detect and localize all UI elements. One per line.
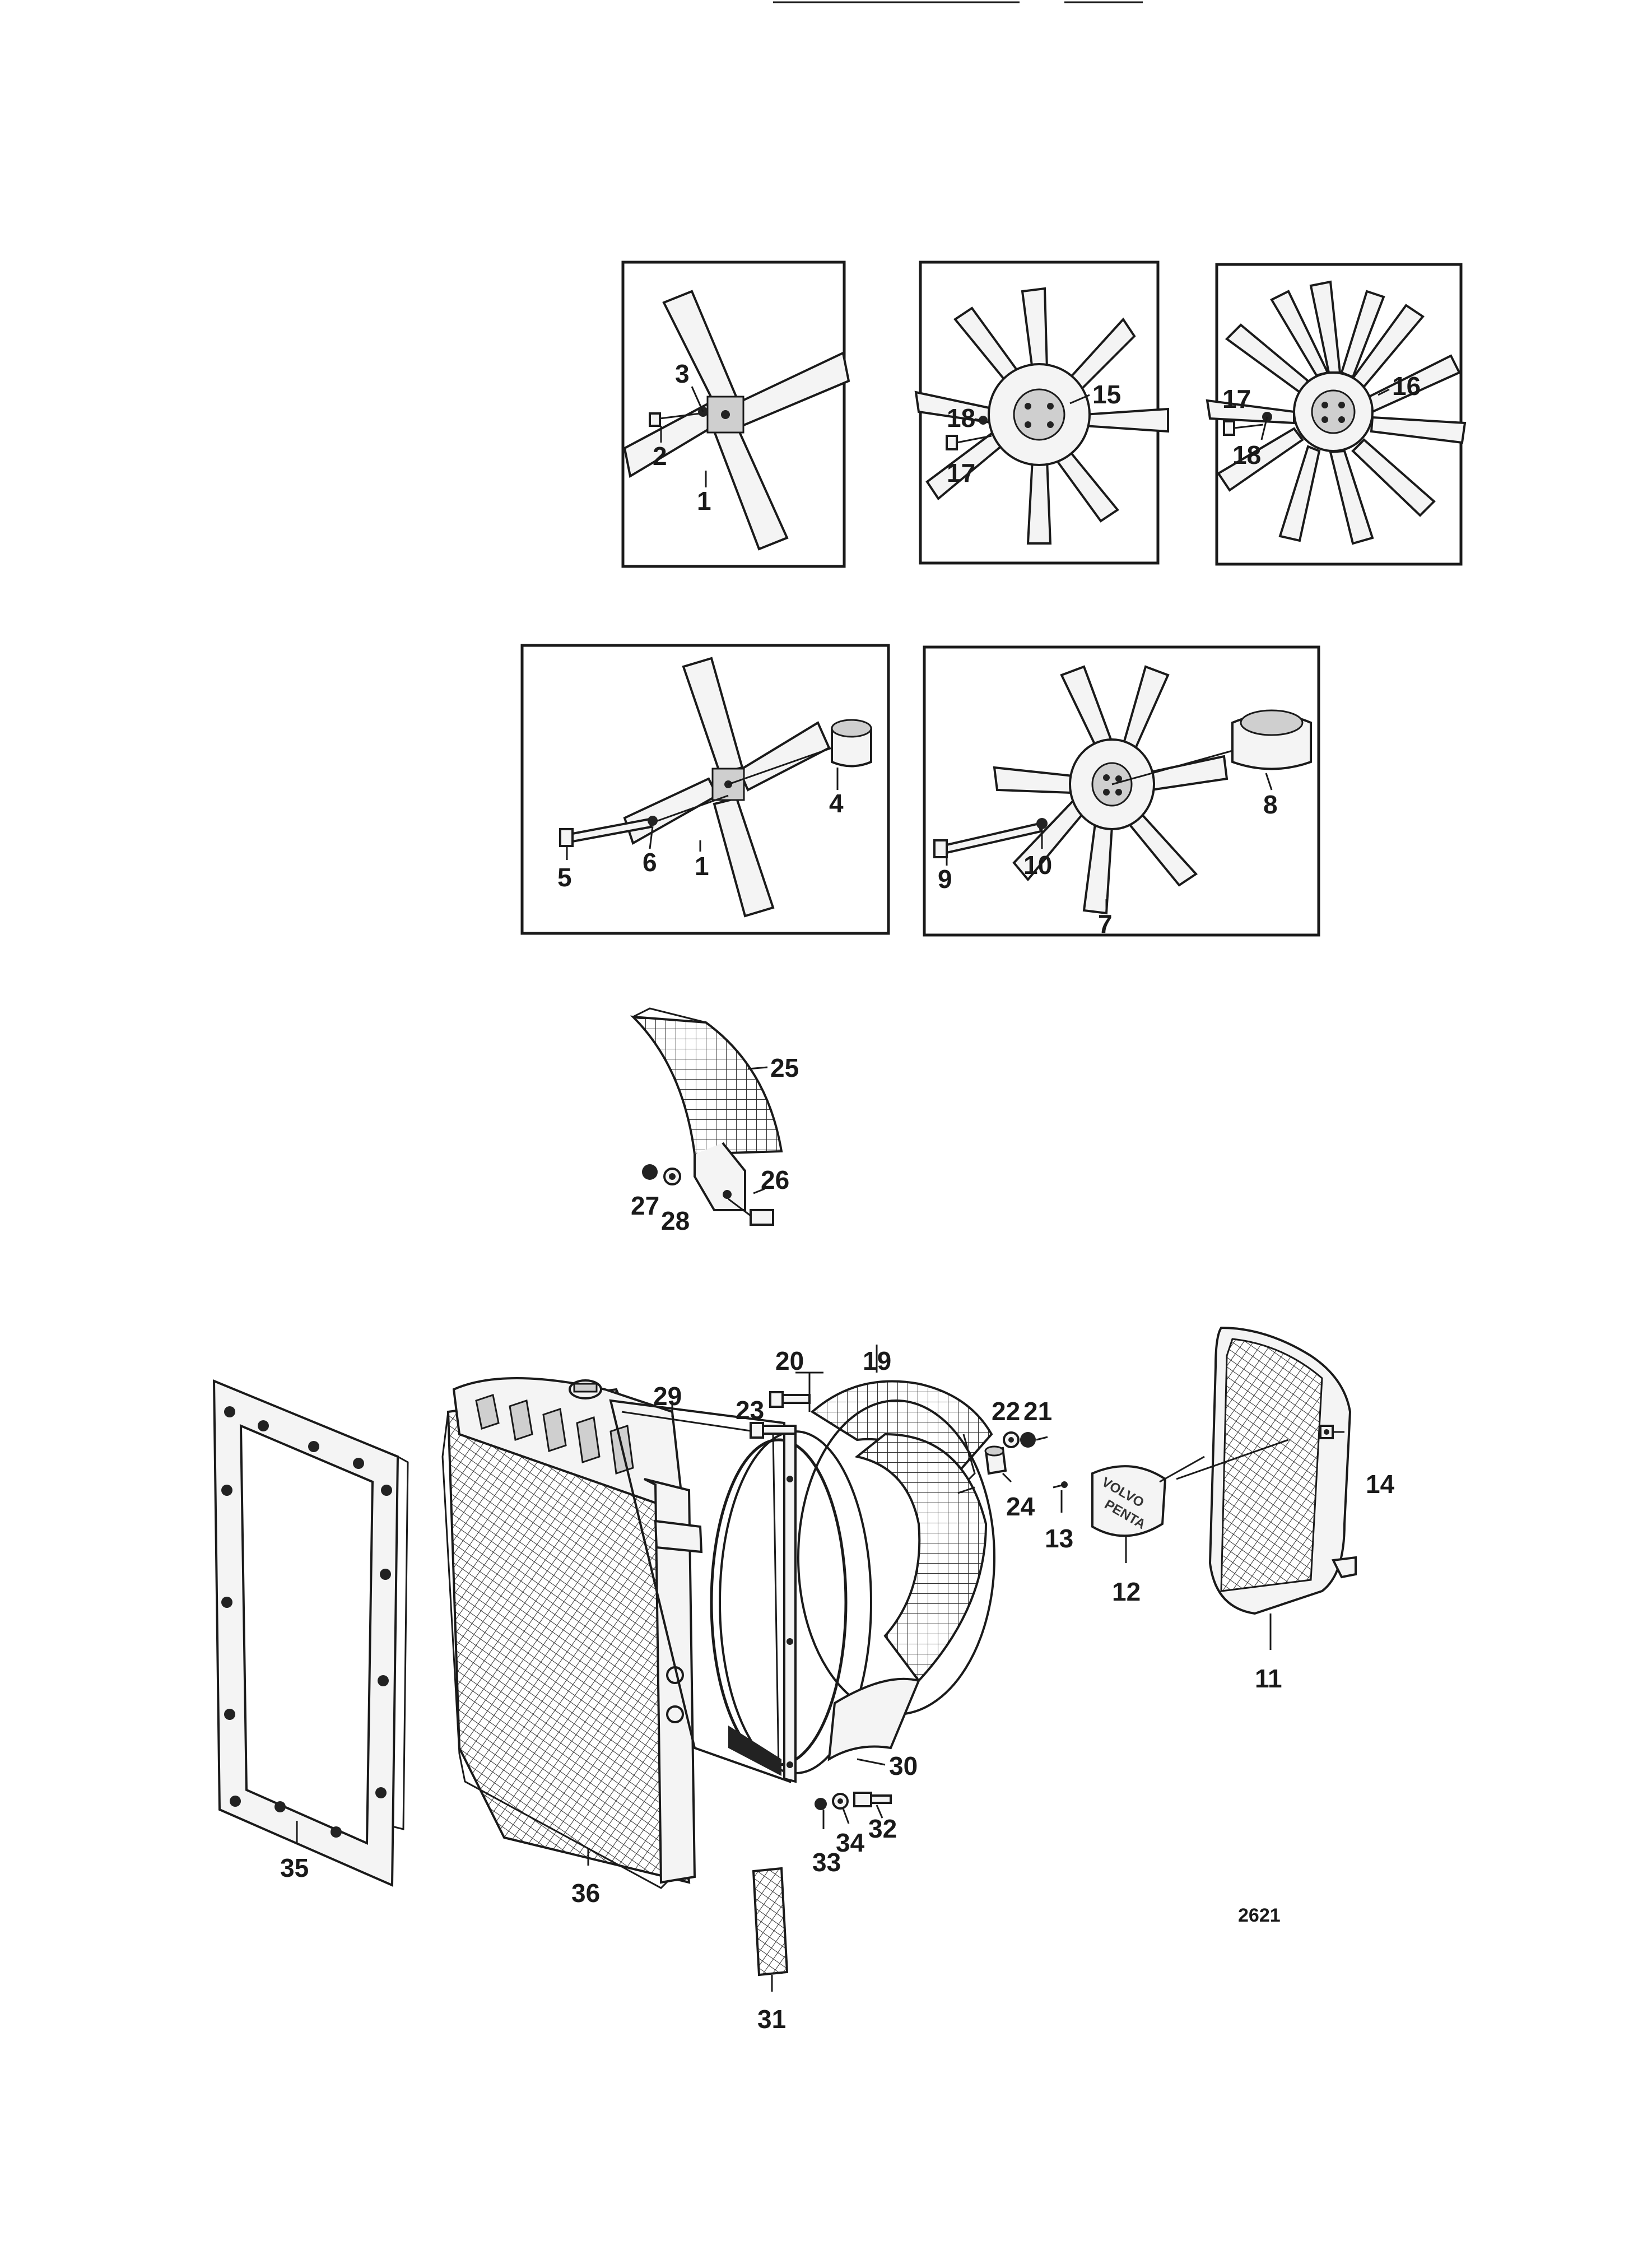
callout-18: 18 [947,403,975,433]
panel-fan-8-blade [914,261,1169,565]
mounting-frame [212,1379,409,1887]
callout-13: 13 [1045,1524,1073,1553]
callout-35: 35 [280,1853,309,1882]
callout-7: 7 [1098,909,1113,938]
callout-6: 6 [643,848,657,877]
callout-4: 4 [829,789,844,818]
volvo-penta-badge: VOLVO PENTA [1053,1456,1205,1563]
panel-fan-4-blade-spacer [520,644,890,935]
callout-29: 29 [653,1382,682,1411]
callout-14: 14 [1366,1470,1395,1499]
callout-10: 10 [1023,850,1052,880]
panel-fan-4-blade [621,261,850,568]
callout-24: 24 [1006,1492,1035,1521]
callout-23: 23 [736,1396,764,1425]
callout-2: 2 [653,441,667,471]
callout-labels: 1 2 3 15 18 17 16 17 18 4 5 6 1 8 9 10 7… [280,359,1421,2034]
callout-33: 33 [812,1848,841,1877]
callout-28: 28 [661,1206,690,1235]
callout-5: 5 [557,863,572,892]
callout-8: 8 [1263,790,1278,819]
callout-20: 20 [775,1346,804,1375]
callout-31: 31 [757,2005,786,2034]
callout-34: 34 [836,1828,865,1857]
fan-guard-ring [750,1345,1048,1761]
callout-27: 27 [631,1191,659,1220]
callout-30: 30 [889,1751,918,1780]
panel-fan-12-blade [1206,263,1467,566]
callout-18-b: 18 [1232,440,1261,469]
callout-32: 32 [868,1814,897,1843]
callout-36: 36 [571,1878,600,1908]
callout-1-fan-b: 1 [695,852,709,881]
fan-guard-grille [630,1007,783,1226]
callout-17-b: 17 [1222,384,1251,413]
radiator [441,1377,703,1889]
callout-11: 11 [1255,1664,1282,1693]
callout-26: 26 [761,1165,789,1194]
callout-21: 21 [1023,1397,1052,1426]
callout-25: 25 [770,1053,799,1082]
callout-3: 3 [675,359,690,388]
small-fasteners [752,1758,892,1992]
callout-15: 15 [1092,380,1121,409]
callout-9: 9 [938,864,952,894]
drawing-number: 2621 [1238,1905,1281,1926]
front-grille-cover [1176,1326,1357,1650]
callout-1-fan: 1 [697,486,711,515]
callout-22: 22 [992,1397,1020,1426]
panel-fan-7-blade-spacer [923,645,1320,937]
callout-19: 19 [863,1346,891,1375]
callout-12: 12 [1112,1577,1141,1606]
callout-17: 17 [947,458,975,487]
callout-16: 16 [1392,371,1421,401]
